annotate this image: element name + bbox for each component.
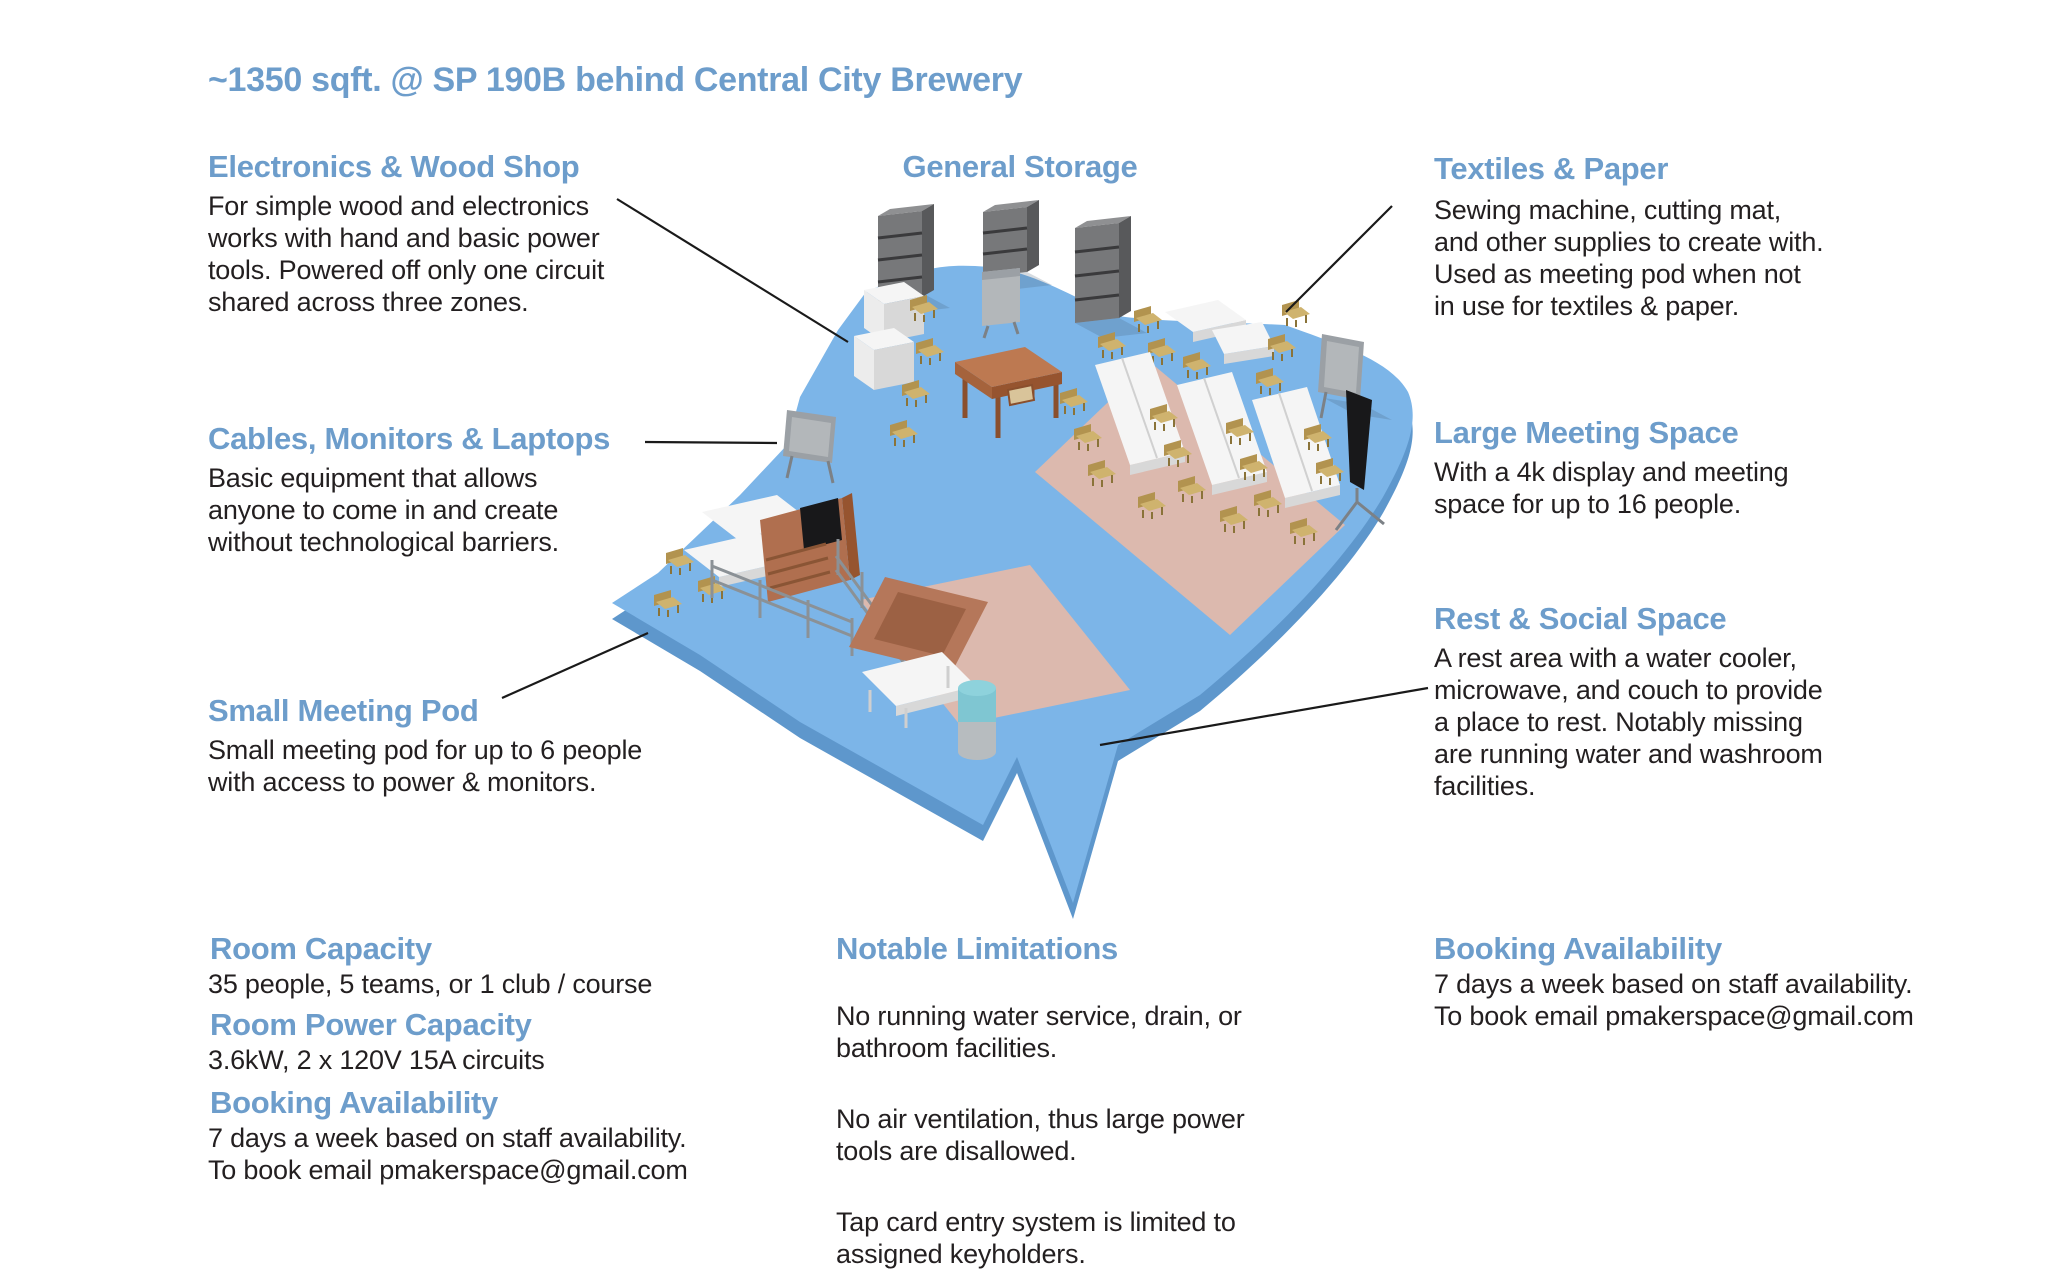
storage-shelf-3 <box>1074 216 1147 338</box>
zone-heading-general-storage: General Storage <box>902 149 1138 184</box>
zone-heading-electronics-wood-shop: Electronics & Wood Shop <box>208 149 580 184</box>
couch <box>849 577 988 672</box>
limitation-item: Tap card entry system is limited to assi… <box>836 1207 1236 1269</box>
mobile-whiteboard <box>982 268 1020 339</box>
water-cooler <box>958 680 996 760</box>
detail-heading-room-capacity: Room Capacity <box>210 931 432 966</box>
leader-cables <box>644 440 778 445</box>
detail-body-booking-availability-right: 7 days a week based on staff availabilit… <box>1434 969 1914 1031</box>
zone-description-electronics-wood-shop: For simple wood and electronics works wi… <box>208 191 605 317</box>
detail-heading-booking-availability-left: Booking Availability <box>210 1085 498 1120</box>
detail-heading-booking-availability-right: Booking Availability <box>1434 931 1722 966</box>
limitation-item: No air ventilation, thus large power too… <box>836 1104 1245 1166</box>
detail-body-booking-availability-left: 7 days a week based on staff availabilit… <box>208 1123 688 1185</box>
zone-heading-small-meeting-pod: Small Meeting Pod <box>208 693 479 728</box>
page-title: ~1350 sqft. @ SP 190B behind Central Cit… <box>208 61 1023 99</box>
zone-description-textiles-paper: Sewing machine, cutting mat, and other s… <box>1434 195 1824 321</box>
detail-body-room-power-capacity: 3.6kW, 2 x 120V 15A circuits <box>208 1045 545 1075</box>
pod-railing <box>710 560 854 656</box>
zone-description-rest-social-space: A rest area with a water cooler, microwa… <box>1434 643 1823 801</box>
coffee-table <box>862 652 976 728</box>
zone-heading-large-meeting-space: Large Meeting Space <box>1434 415 1739 450</box>
work-bench <box>955 347 1062 438</box>
zone-heading-textiles-paper: Textiles & Paper <box>1434 151 1669 186</box>
zone-description-large-meeting-space: With a 4k display and meeting space for … <box>1434 457 1789 519</box>
zone-description-small-meeting-pod: Small meeting pod for up to 6 people wit… <box>208 735 643 797</box>
textiles-tables <box>1165 300 1274 364</box>
media-cabinet <box>760 493 860 602</box>
detail-heading-room-power-capacity: Room Power Capacity <box>210 1007 532 1042</box>
detail-heading-notable-limitations: Notable Limitations <box>836 931 1118 966</box>
pod-easel <box>783 410 836 484</box>
leader-electronics <box>616 198 849 343</box>
zone-heading-cables-monitors-laptops: Cables, Monitors & Laptops <box>208 421 611 456</box>
limitation-item: No running water service, drain, or bath… <box>836 1001 1242 1063</box>
detail-body-room-capacity: 35 people, 5 teams, or 1 club / course <box>208 969 653 999</box>
zone-heading-rest-social-space: Rest & Social Space <box>1434 601 1727 636</box>
detail-body-notable-limitations: No running water service, drain, or bath… <box>836 968 1396 1280</box>
zone-description-cables-monitors-laptops: Basic equipment that allows anyone to co… <box>208 463 559 557</box>
electronics-tables <box>854 282 924 390</box>
leader-textiles <box>1285 205 1393 313</box>
leader-small-pod <box>501 631 649 700</box>
leader-rest <box>1099 686 1429 747</box>
meeting-area-mat <box>1035 362 1345 635</box>
tv-display <box>1334 390 1385 531</box>
leader-lines <box>501 198 1429 747</box>
